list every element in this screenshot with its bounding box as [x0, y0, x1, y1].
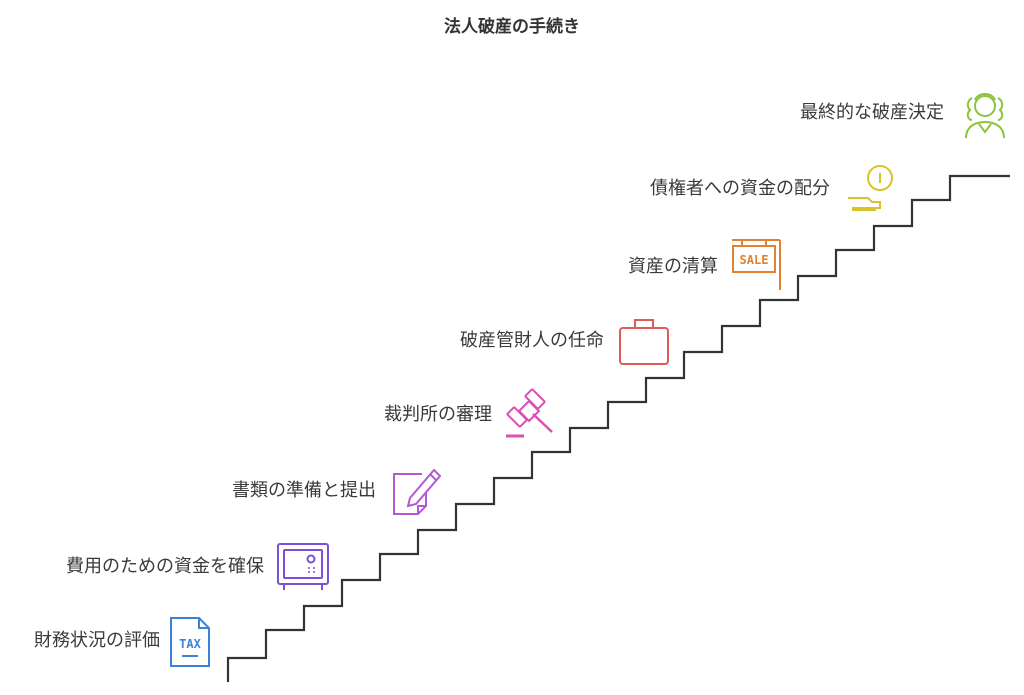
judge-icon	[960, 86, 1010, 140]
sale-text: SALE	[740, 253, 769, 267]
tax-document-icon: TAX	[168, 616, 212, 668]
sale-sign-icon: SALE	[730, 236, 786, 292]
gavel-icon	[500, 388, 558, 444]
step-label-secure-funds: 費用のための資金を確保	[66, 556, 264, 577]
step-label-document-preparation: 書類の準備と提出	[232, 480, 376, 501]
tax-text: TAX	[179, 637, 201, 651]
document-pen-icon	[388, 462, 444, 518]
safe-icon	[276, 542, 330, 592]
step-label-final-decision: 最終的な破産決定	[800, 102, 944, 123]
briefcase-icon	[618, 316, 670, 366]
coin-hand-icon	[846, 164, 898, 216]
step-label-trustee-appointment: 破産管財人の任命	[460, 330, 604, 351]
step-label-financial-evaluation: 財務状況の評価	[34, 630, 160, 651]
step-label-asset-liquidation: 資産の清算	[628, 256, 718, 277]
diagram-title: 法人破産の手続き	[444, 17, 580, 37]
step-label-creditor-distribution: 債権者への資金の配分	[650, 178, 830, 199]
step-label-court-hearing: 裁判所の審理	[384, 404, 492, 425]
